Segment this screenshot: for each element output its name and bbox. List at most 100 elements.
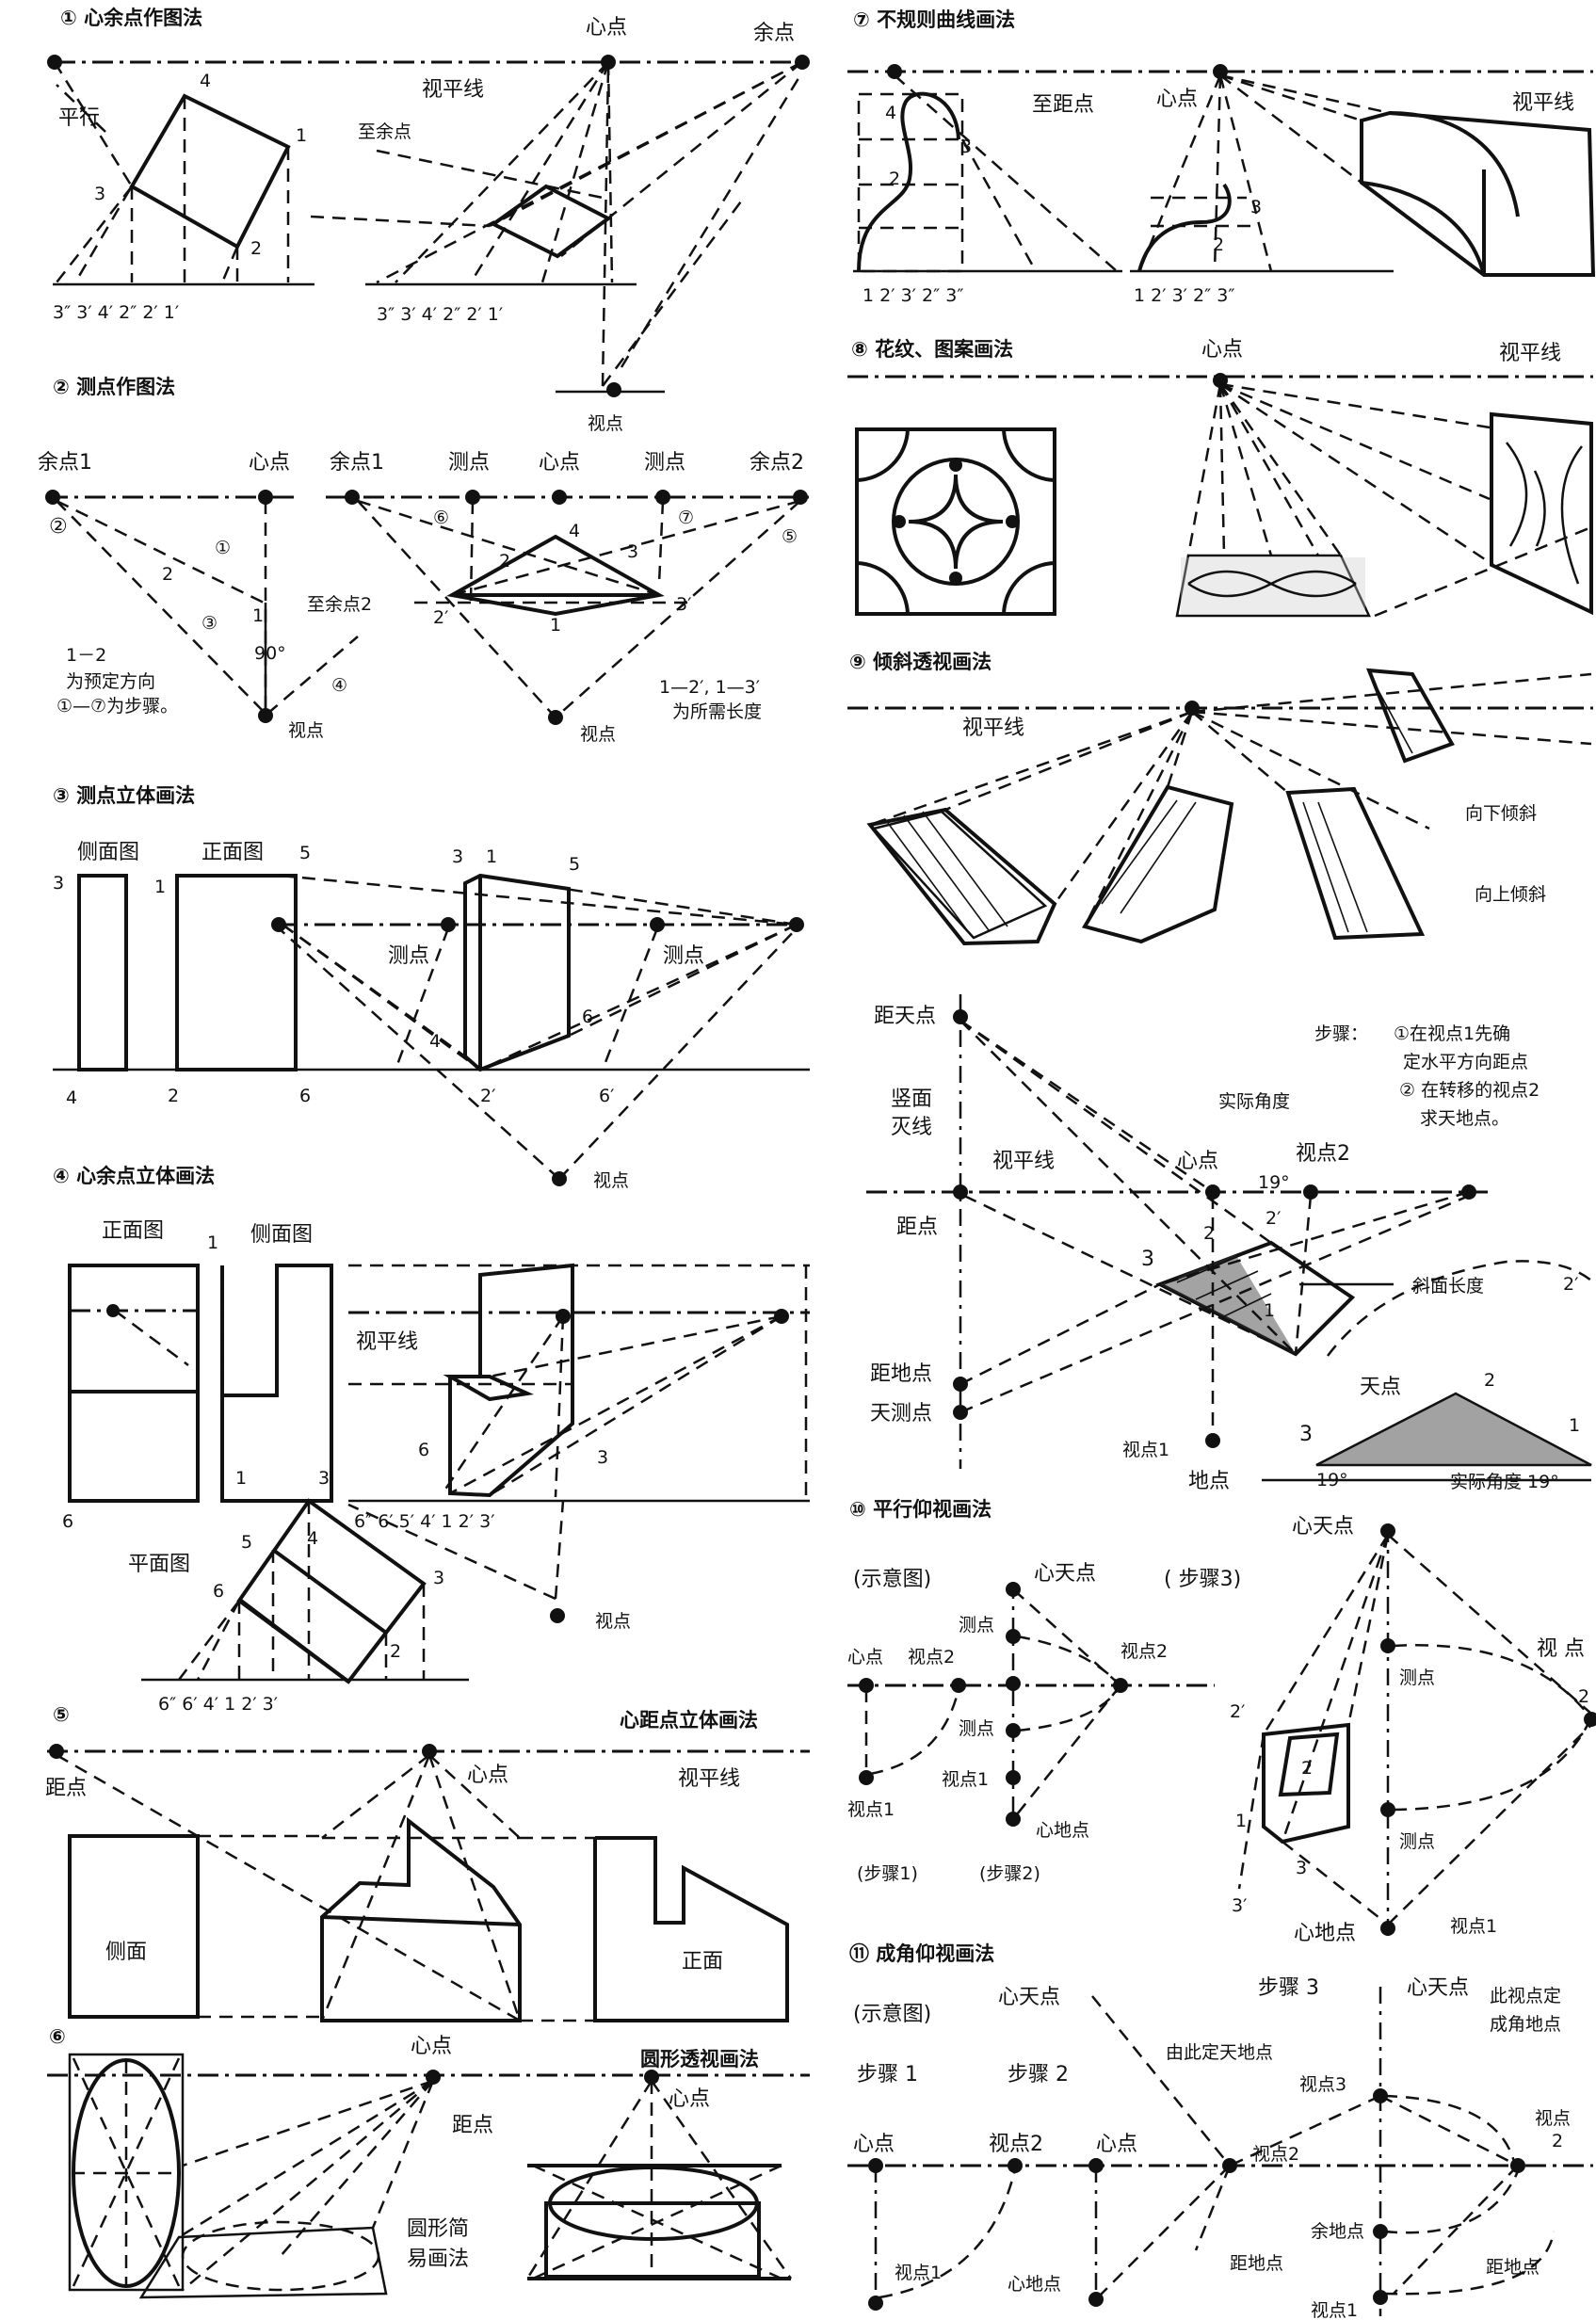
- hatch: [1302, 801, 1349, 933]
- n2-label: 2: [162, 564, 173, 585]
- guide-line: [427, 1754, 522, 2022]
- ground-dist-a-label: 距地点: [1230, 2253, 1283, 2274]
- n1b-label: 1: [1569, 1415, 1580, 1436]
- eye1a-label: 视点1: [895, 2263, 942, 2283]
- to-distance-label: 至距点: [1032, 93, 1094, 117]
- curved-face-edge: [1361, 181, 1486, 276]
- mark: [1006, 1723, 1021, 1738]
- hatch: [1317, 801, 1368, 933]
- guide-line: [1191, 710, 1430, 830]
- eye-point-1a: [868, 2296, 883, 2311]
- n2p-label: 2′: [1266, 1208, 1281, 1229]
- note-4: 1—2′, 1—3′: [659, 677, 760, 698]
- eye-point-1a: [859, 1770, 874, 1785]
- horizon-label: 视平线: [992, 1150, 1055, 1173]
- ground-dist-b-label: 距地点: [1486, 2257, 1540, 2278]
- c7-label: ⑦: [678, 508, 694, 528]
- eye-label: 视点: [593, 1170, 629, 1191]
- sky-distance-point: [953, 1009, 968, 1024]
- floating-plank: [1365, 668, 1455, 764]
- floor-pattern: [1187, 570, 1357, 598]
- guide-line: [1053, 711, 1194, 905]
- hatch: [884, 818, 971, 935]
- guide-line: [449, 1314, 782, 1495]
- eye-point: [550, 1608, 565, 1623]
- eye-point-1: [1205, 1433, 1220, 1448]
- eye-label: 视点: [595, 1611, 631, 1632]
- s3-n3: 3: [53, 873, 64, 894]
- n3p-label: 3′: [676, 594, 691, 615]
- ground-distance-point: [953, 1377, 968, 1392]
- guide-line: [266, 636, 359, 715]
- r-heaven-label: 心天点: [1292, 1515, 1354, 1539]
- guide-line: [1091, 1995, 1231, 2167]
- arc-guide: [1393, 1644, 1588, 1715]
- guide-line: [489, 1314, 782, 1497]
- rest-label: 余点: [753, 22, 795, 45]
- heaven-label: 心天点: [998, 1986, 1060, 2009]
- guide-line: [959, 1019, 1214, 1194]
- guide-line: [441, 1315, 565, 1494]
- guide-line: [894, 74, 1118, 272]
- eye-b-label: 视点: [580, 724, 616, 745]
- step1-label: 步骤 1: [857, 2063, 918, 2086]
- n2b-label: 2: [499, 551, 510, 572]
- s3-n6: 6: [299, 1086, 311, 1106]
- section-5-subtitle: 心距点立体画法: [620, 1709, 758, 1732]
- guide-line: [56, 500, 268, 717]
- guide-line: [1294, 1195, 1313, 1355]
- guide-line: [357, 500, 556, 718]
- eye-point-2a: [1008, 2158, 1023, 2173]
- arc-guide: [1383, 2170, 1520, 2234]
- guide-line: [1191, 672, 1592, 714]
- center-label: 心点: [1156, 88, 1198, 111]
- guide-line: [278, 927, 560, 1180]
- measure1-label: 测点: [959, 1615, 994, 1635]
- eye1-label: 视点1: [1122, 1440, 1169, 1460]
- section-4-heart-rest-solid: ④ 心余点立体画法 正面图 侧面图 视平线 视点 6″ 6′ 5′ 4′ 1 2…: [53, 1165, 810, 1715]
- center-b-label: 心点: [539, 451, 580, 475]
- rest-point-1b: [345, 490, 360, 505]
- section-8-pattern-method: ⑧ 花纹、图案画法 心点 视平线: [847, 338, 1593, 618]
- eye-label: 视点: [588, 413, 623, 434]
- step2-label: 步骤 2: [1008, 2063, 1069, 2086]
- guide-line: [1387, 1534, 1592, 1715]
- guide-line: [1219, 382, 1494, 567]
- eye-point: [606, 382, 621, 397]
- vertex-1: 1: [296, 125, 307, 146]
- ground-square: [138, 2226, 388, 2299]
- guide-line: [525, 2080, 653, 2280]
- curved-block: [1360, 110, 1596, 277]
- step3-label: 步骤 3: [1258, 1976, 1319, 2000]
- section-2-title: ② 测点作图法: [53, 376, 175, 398]
- section-3-measure-point-solid: ③ 测点立体画法 侧面图 正面图 视点 测点 测点 3 1 5 4 2 6 3 …: [53, 784, 810, 1191]
- wedge-up: [1081, 784, 1234, 944]
- guide-line: [220, 246, 239, 283]
- schematic-label: (示意图): [853, 2003, 931, 2026]
- heaven-label: 心天点: [1034, 1562, 1096, 1586]
- note-2: 为预定方向: [66, 671, 155, 692]
- guide-line: [1166, 711, 1194, 788]
- define2-label: 成角地点: [1490, 2014, 1561, 2035]
- guide-line: [1379, 2094, 1519, 2167]
- center-point: [859, 1678, 874, 1693]
- perspective-block: [320, 1816, 522, 2022]
- plan-base-ticks: 6″ 6′ 4′ 1 2′ 3′: [158, 1694, 278, 1715]
- guide-line: [1262, 1534, 1390, 1735]
- section-9-title: ⑨ 倾斜透视画法: [849, 651, 991, 673]
- arc-guide: [1016, 1690, 1118, 1732]
- horizon-label: 视平线: [1512, 91, 1574, 115]
- r-n3: 3: [1296, 1858, 1307, 1878]
- measure-b-label: 测点: [644, 451, 685, 475]
- vertical-line-label-1: 竖面: [891, 1088, 932, 1111]
- guide-line: [1218, 383, 1343, 556]
- hatch: [1120, 801, 1197, 914]
- guide-line: [479, 923, 798, 1071]
- guide-line: [540, 61, 610, 283]
- slope-length-label: 斜面长度: [1412, 1276, 1484, 1297]
- section-10-parallel-upward-view: ⑩ 平行仰视画法 (示意图) 心天点 ( 步骤3) 测点 测点 视点1 心地点 …: [847, 1498, 1596, 1945]
- section-1-heart-rest-point-method: ① 心余点作图法 心点 余点 视平线 平行 至余点 4 1 2 3 3″ 3′ …: [47, 7, 810, 434]
- n1-label: 1: [252, 605, 264, 626]
- r-n2-box: 2: [1301, 1758, 1313, 1779]
